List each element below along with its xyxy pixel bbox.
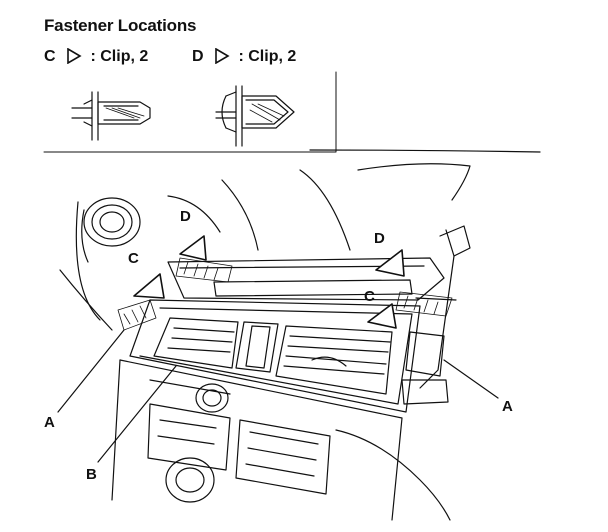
tape-strip-right <box>395 291 453 317</box>
left-round-vent <box>81 197 141 263</box>
legend-letter-d: D <box>192 48 204 66</box>
vent-trim-panel <box>129 299 421 413</box>
clip-c-marker-left <box>133 273 165 299</box>
callout-d-right: D <box>374 230 385 247</box>
legend-item-d: D : Clip, 2 <box>192 48 299 66</box>
clip-c-illustration <box>71 91 151 141</box>
callout-b: B <box>86 466 97 483</box>
legend-item-c: C : Clip, 2 <box>44 48 151 66</box>
clip-d-illustration <box>215 85 295 147</box>
callout-c-left: C <box>128 250 139 267</box>
clip-c-marker-right <box>367 303 397 329</box>
callout-c-right: C <box>364 288 375 305</box>
legend-text-d: : Clip, 2 <box>238 48 297 66</box>
leader-a-left <box>57 329 125 413</box>
triangle-marker-icon <box>67 48 82 64</box>
clip-d-marker-left <box>179 235 207 261</box>
lower-console <box>111 359 451 521</box>
callout-a-right: A <box>502 398 513 415</box>
legend-title: Fastener Locations <box>44 16 197 35</box>
legend-text-c: : Clip, 2 <box>90 48 149 66</box>
callout-a-left: A <box>44 414 55 431</box>
leader-a-right <box>443 359 499 399</box>
callout-d-left: D <box>180 208 191 225</box>
clip-d-marker-right <box>375 249 405 277</box>
triangle-marker-icon <box>215 48 230 64</box>
legend-letter-c: C <box>44 48 56 66</box>
right-side-panel <box>401 225 471 405</box>
tape-strip-left <box>117 299 157 331</box>
leader-b <box>97 365 177 463</box>
tape-strip-top <box>175 257 233 283</box>
legend-box <box>43 71 337 153</box>
